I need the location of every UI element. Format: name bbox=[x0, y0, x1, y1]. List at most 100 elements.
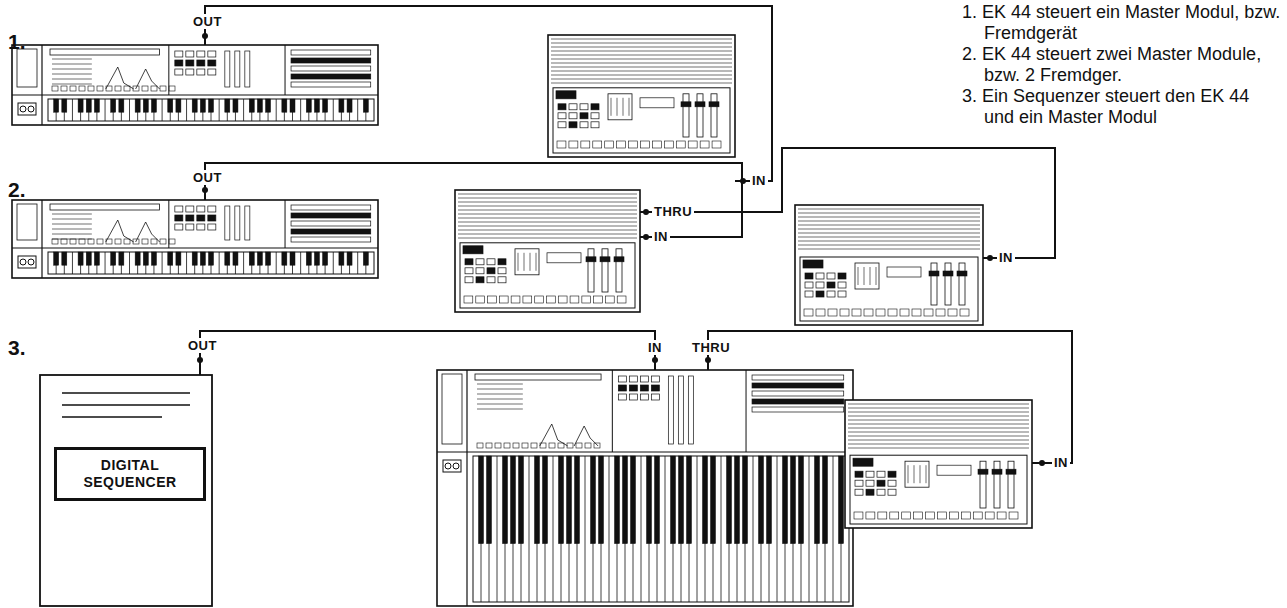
outline bbox=[652, 141, 661, 148]
outline bbox=[78, 99, 83, 112]
outline bbox=[588, 249, 594, 292]
line bbox=[798, 213, 980, 214]
outline bbox=[608, 94, 632, 120]
outline bbox=[513, 443, 519, 448]
outline bbox=[585, 443, 591, 448]
line bbox=[62, 404, 190, 406]
line bbox=[62, 392, 190, 394]
outline bbox=[838, 282, 846, 288]
outline bbox=[567, 443, 573, 448]
outline bbox=[323, 99, 328, 112]
outline bbox=[839, 456, 844, 544]
outline bbox=[442, 374, 462, 444]
outline bbox=[200, 99, 205, 112]
outline bbox=[629, 394, 637, 400]
line bbox=[129, 99, 130, 121]
line bbox=[536, 253, 537, 271]
outline bbox=[476, 259, 484, 265]
keyboard-drawing bbox=[437, 370, 853, 606]
line bbox=[276, 252, 277, 274]
line bbox=[52, 229, 92, 230]
outline bbox=[866, 489, 874, 495]
midi-cable bbox=[205, 163, 742, 237]
outline bbox=[866, 471, 874, 477]
midi-cable bbox=[205, 6, 772, 181]
outline bbox=[86, 252, 91, 265]
outline bbox=[853, 458, 873, 466]
line bbox=[611, 98, 612, 116]
outline bbox=[17, 204, 37, 240]
outline bbox=[816, 309, 825, 316]
outline bbox=[169, 239, 175, 244]
outline bbox=[651, 385, 659, 391]
display-box: DIGITAL SEQUENCER bbox=[54, 447, 206, 501]
line bbox=[285, 200, 286, 248]
outline bbox=[88, 239, 94, 244]
outline bbox=[655, 456, 660, 544]
outline bbox=[615, 456, 620, 544]
jack-dot bbox=[643, 234, 649, 240]
outline bbox=[175, 224, 183, 230]
keyboard-drawing bbox=[12, 200, 378, 278]
outline bbox=[208, 69, 216, 75]
line bbox=[870, 267, 871, 285]
outline bbox=[752, 383, 844, 388]
line bbox=[458, 202, 637, 203]
outline bbox=[735, 456, 740, 544]
note-text: 3. Ein Sequenzer steuert den EK 44 und e… bbox=[962, 86, 1284, 128]
jack-dot bbox=[197, 357, 203, 363]
outline bbox=[208, 60, 216, 66]
outline bbox=[48, 252, 374, 274]
outline bbox=[488, 296, 497, 303]
outline bbox=[209, 99, 214, 112]
port-label: IN bbox=[997, 250, 1015, 265]
outline bbox=[291, 229, 371, 234]
outline bbox=[97, 239, 103, 244]
outline bbox=[931, 263, 937, 305]
outline bbox=[997, 512, 1006, 519]
line bbox=[848, 428, 1029, 429]
line bbox=[798, 241, 980, 242]
line bbox=[12, 94, 378, 95]
outline bbox=[929, 271, 939, 276]
outline bbox=[877, 471, 885, 477]
outline bbox=[827, 273, 835, 279]
outline bbox=[676, 141, 685, 148]
line bbox=[41, 45, 42, 125]
outline bbox=[487, 277, 495, 283]
outline bbox=[994, 461, 1000, 508]
outline bbox=[783, 456, 788, 544]
outline bbox=[498, 277, 506, 283]
line bbox=[798, 249, 980, 250]
outline bbox=[175, 51, 183, 57]
line bbox=[551, 55, 732, 56]
outline bbox=[992, 469, 1002, 474]
outline bbox=[61, 239, 67, 244]
outline bbox=[888, 309, 897, 316]
outline bbox=[79, 239, 85, 244]
master-module: IN bbox=[548, 35, 735, 157]
outline bbox=[135, 99, 140, 112]
outline bbox=[855, 471, 863, 477]
outline bbox=[888, 471, 896, 477]
outline bbox=[175, 60, 183, 66]
port-label: OUT bbox=[191, 14, 224, 29]
outline bbox=[900, 309, 909, 316]
outline bbox=[54, 252, 59, 265]
outline bbox=[465, 277, 473, 283]
outline bbox=[142, 239, 148, 244]
outline bbox=[200, 252, 205, 265]
outline bbox=[618, 376, 626, 382]
outline bbox=[235, 51, 240, 87]
outline bbox=[323, 252, 328, 265]
line bbox=[458, 234, 637, 235]
line bbox=[357, 252, 358, 274]
outline bbox=[651, 394, 659, 400]
outline bbox=[291, 66, 371, 71]
line bbox=[162, 99, 163, 121]
sequencer-device: OUTDIGITAL SEQUENCER bbox=[40, 375, 212, 606]
outline bbox=[142, 86, 148, 91]
outline bbox=[290, 252, 295, 265]
outline bbox=[679, 456, 684, 544]
line bbox=[52, 74, 92, 75]
